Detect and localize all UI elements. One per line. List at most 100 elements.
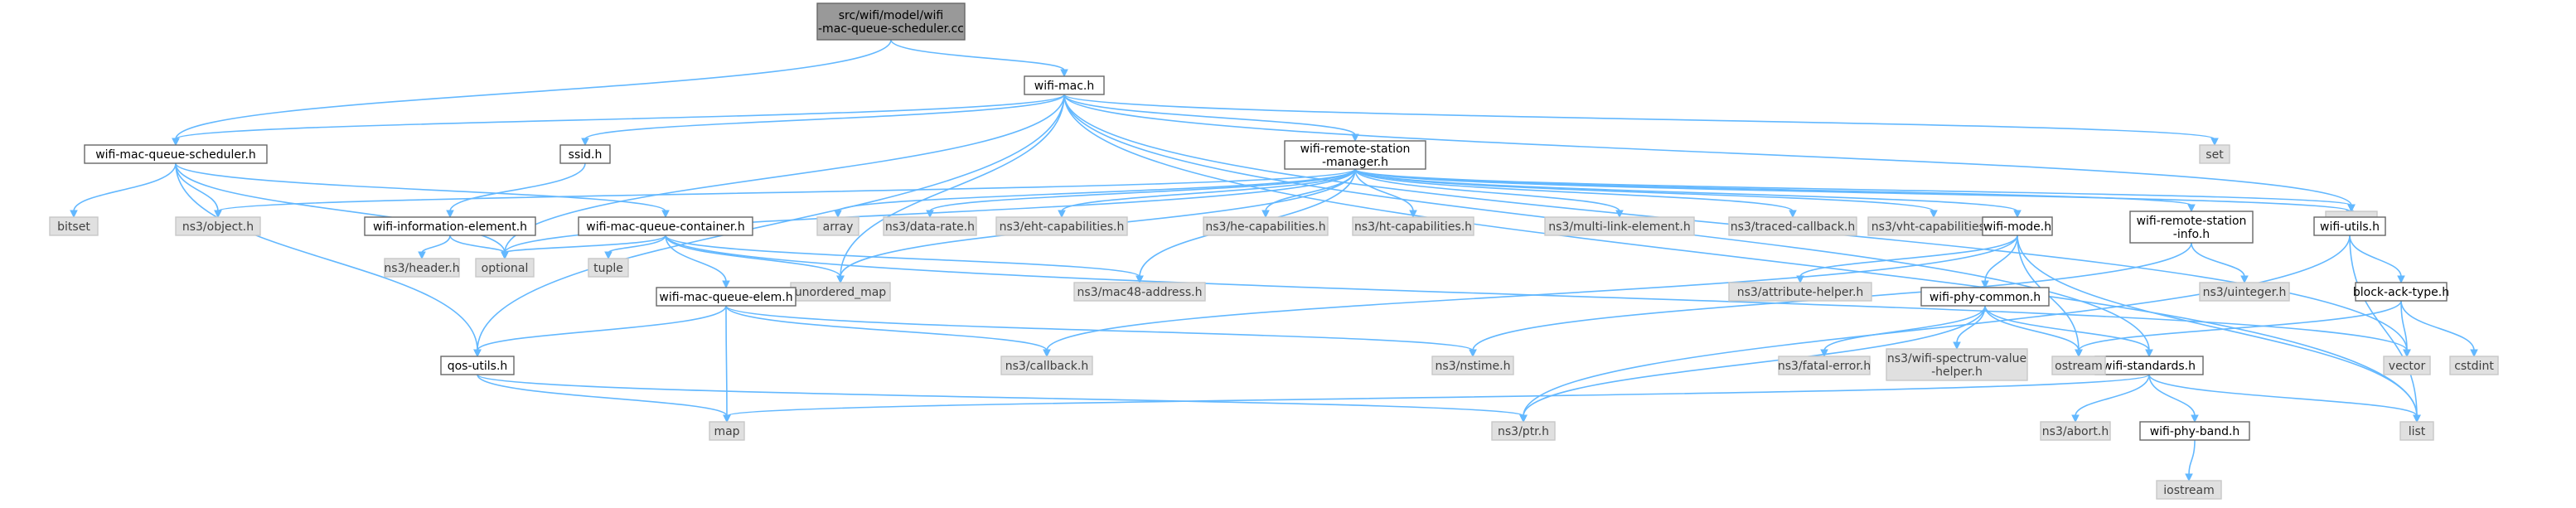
arrowhead-wrsm-to-eht [1058,210,1066,219]
node-root[interactable]: src/wifi/model/wifi-mac-queue-scheduler.… [816,2,966,41]
node-label: wifi-mode.h [1983,220,2051,234]
edge-wmode-to-callback [1046,235,2018,351]
node-wpb[interactable]: wifi-phy-band.h [2139,421,2250,441]
edge-wstd-to-map [726,374,2150,417]
edge-wrsm-to-optional [504,168,1356,254]
node-box [84,144,268,164]
node-box [1886,348,2028,381]
arrowhead-wmqc-to-umap [836,275,845,284]
node-label: wifi-standards.h [2103,360,2196,373]
node-datarate: ns3/data-rate.h [883,216,977,236]
arrowhead-wmqc-to-optional [501,251,509,260]
arrowhead-wrsm-to-wrsi [2187,204,2196,213]
edge-wmqe-to-nstime [725,305,1474,351]
node-wmqe[interactable]: wifi-mac-queue-elem.h [656,287,797,307]
node-label: -manager.h [1322,156,1388,169]
node-box [1728,282,1872,302]
node-array: array [816,216,859,236]
node-wmode[interactable]: wifi-mode.h [1982,216,2053,236]
edge-wmqc-to-tuple [608,235,666,254]
node-box [1352,216,1474,236]
node-label: set [2206,148,2224,162]
node-label: ns3/header.h [384,262,459,275]
edge-blockack-to-ostream [2078,300,2402,351]
node-box [1073,282,1206,302]
edge-wrsm-to-datarate [929,168,1356,212]
node-wie[interactable]: wifi-information-element.h [364,216,536,236]
arrowhead-wstd-to-abort [2071,414,2080,423]
edge-wrsm-to-ht [1354,168,1414,212]
node-box [1024,75,1105,95]
node-blockack[interactable]: block-ack-type.h [2353,282,2449,302]
node-label: ns3/fatal-error.h [1778,360,1871,373]
node-box [2449,356,2499,375]
node-label: -info.h [2173,228,2210,241]
node-label: optional [482,262,529,275]
node-wrsm[interactable]: wifi-remote-station-manager.h [1284,140,1426,170]
node-set: set [2199,144,2230,164]
node-wrsi[interactable]: wifi-remote-station-info.h [2129,210,2254,244]
node-box [1000,356,1093,375]
node-label: wifi-phy-band.h [2150,425,2240,438]
edge-wmode-to-list [2017,235,2418,417]
node-label: ssid.h [569,148,603,162]
node-label: tuple [593,262,623,275]
edge-wutils-to-blockack [2349,235,2402,278]
node-ptr: ns3/ptr.h [1491,421,1556,441]
node-qos[interactable]: qos-utils.h [440,356,515,375]
node-label: block-ack-type.h [2353,286,2449,299]
edge-wrsm-to-mle [1354,168,1620,212]
node-label: bitset [57,220,90,234]
node-label: ns3/callback.h [1005,360,1088,373]
node-box [2156,480,2222,500]
edge-blockack-to-vector [2400,300,2408,351]
node-wifi-mac[interactable]: wifi-mac.h [1024,75,1105,95]
node-label: ns3/multi-link-element.h [1548,220,1691,234]
node-wpc[interactable]: wifi-phy-common.h [1920,287,2050,307]
edge-wmqe-to-qos [477,305,727,351]
node-wmqc[interactable]: wifi-mac-queue-container.h [578,216,753,236]
node-ssid[interactable]: ssid.h [559,144,611,164]
node-label: ns3/wifi-spectrum-value [1887,352,2026,365]
arrowhead-wmqs-to-bitset [70,210,78,219]
edge-wmode-to-attr [1799,235,2018,278]
edge-wstd-to-list [2148,374,2418,417]
node-box [2399,421,2434,441]
node-nstime: ns3/nstime.h [1431,356,1514,375]
arrowhead-wmqc-to-mac48 [1135,275,1144,284]
edge-wmqc-to-optional [504,235,666,254]
node-eht: ns3/eht-capabilities.h [995,216,1128,236]
node-label: wifi-mac-queue-elem.h [659,291,792,304]
node-box [2139,421,2250,441]
node-box [1728,216,1857,236]
node-label: ns3/traced-callback.h [1731,220,1856,234]
node-box [2129,210,2254,244]
node-header: ns3/header.h [384,258,460,278]
arrowhead-wrsm-to-traced [1789,210,1797,219]
node-label: wifi-utils.h [2320,220,2380,234]
arrowhead-wifi-mac-to-wmqs [172,138,180,147]
edge-wrsm-to-array [837,168,1356,212]
node-label: ns3/object.h [182,220,254,234]
arrowhead-wmqc-to-wmqe [722,280,730,289]
arrowhead-wifi-mac-to-set [2210,138,2219,147]
node-label: ns3/data-rate.h [885,220,975,234]
node-wstd[interactable]: wifi-standards.h [2094,356,2204,375]
node-label: list [2409,425,2426,438]
node-box [1491,421,1556,441]
node-label: ns3/ht-capabilities.h [1354,220,1472,234]
node-label: ostream [2055,360,2103,373]
node-wutils[interactable]: wifi-utils.h [2313,216,2386,236]
node-wmqs[interactable]: wifi-mac-queue-scheduler.h [84,144,268,164]
node-box [816,216,859,236]
node-ostream: ostream [2051,356,2106,375]
arrowhead-wmqs-to-wmqc [661,210,670,219]
edge-wpc-to-ostream [1984,305,2080,351]
node-box [1544,216,1695,236]
node-object: ns3/object.h [175,216,261,236]
edge-wrsm-to-object [217,168,1356,212]
edge-root-to-wmqs [175,39,892,140]
node-label: cstdint [2454,360,2494,373]
node-mac48: ns3/mac48-address.h [1073,282,1206,302]
edge-wpc-to-ptr [1523,305,1986,417]
